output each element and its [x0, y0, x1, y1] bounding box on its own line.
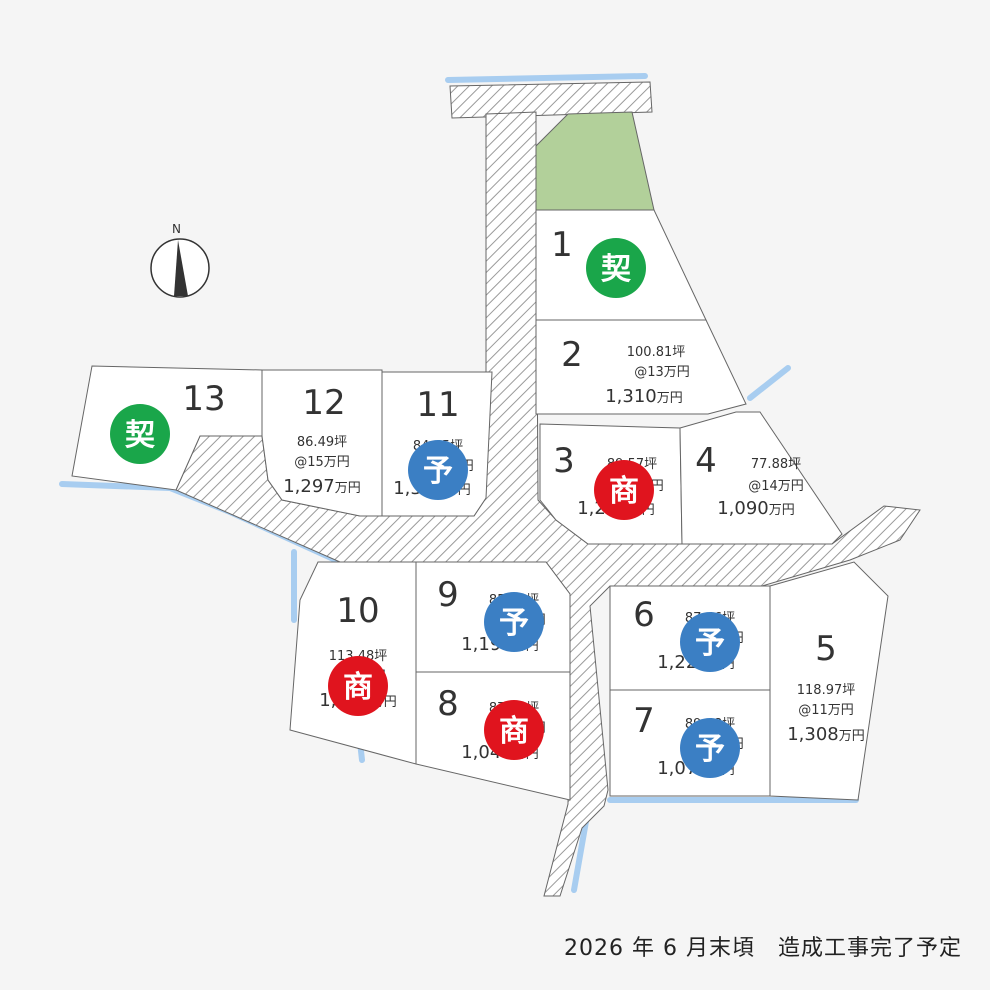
lot-number: 3: [553, 441, 575, 481]
lot-area: 100.81坪: [627, 345, 686, 360]
status-badge-circle: [594, 460, 654, 520]
status-badge-circle: [110, 404, 170, 464]
lots: [71, 209, 889, 801]
lot-number: 6: [633, 595, 655, 635]
lot-4[interactable]: [679, 411, 843, 545]
status-badge-label: 予: [499, 606, 529, 641]
lot-number: 1: [551, 225, 573, 265]
lot-1-label: 1: [551, 225, 573, 265]
lot-price-unit: 万円: [335, 481, 361, 496]
status-badge-label: 商: [499, 714, 529, 749]
lot-price-unit: 万円: [839, 729, 865, 744]
lot-number: 13: [182, 379, 225, 419]
lot-number: 12: [302, 383, 345, 423]
status-badge-circle: [328, 656, 388, 716]
lot-unit-price: @15万円: [294, 455, 350, 470]
status-badge-label: 契: [125, 418, 156, 453]
lot-price: 1,308万円: [787, 724, 865, 745]
status-badge-reserved: 予: [484, 592, 544, 652]
lot-price: 1,297万円: [283, 476, 361, 497]
completion-note: 2026 年 6 月末頃 造成工事完了予定: [564, 936, 962, 961]
compass: N: [150, 222, 210, 298]
status-badge-reserved: 予: [680, 718, 740, 778]
lot-number: 8: [437, 684, 459, 724]
status-badge-negotiating: 商: [328, 656, 388, 716]
status-badge-label: 商: [609, 474, 639, 509]
lot-unit-price: @13万円: [634, 365, 690, 380]
lot-13-label: 13: [182, 379, 225, 419]
lot-number: 4: [695, 441, 717, 481]
lot-12-label: 12 86.49坪 @15万円 1,297万円: [283, 383, 361, 497]
status-badge-label: 予: [695, 626, 725, 661]
lot-area: 77.88坪: [751, 457, 801, 472]
lot-area: 118.97坪: [797, 683, 856, 698]
compass-needle-icon: [174, 240, 188, 296]
lot-area: 86.49坪: [297, 435, 347, 450]
status-badge-circle: [680, 612, 740, 672]
top-road: [449, 81, 653, 119]
status-badge-label: 商: [343, 670, 373, 705]
status-badge-negotiating: 商: [594, 460, 654, 520]
status-badge-negotiating: 商: [484, 700, 544, 760]
lot-5[interactable]: [769, 561, 889, 801]
lot-unit-price: @14万円: [748, 479, 804, 494]
lot-12[interactable]: [261, 369, 383, 517]
status-badge-circle: [680, 718, 740, 778]
status-badge-circle: [484, 592, 544, 652]
lot-number: 2: [561, 335, 583, 375]
lot-number: 11: [416, 385, 459, 425]
lot-number: 5: [815, 629, 837, 669]
status-badge-circle: [484, 700, 544, 760]
lot-4-label: 4 77.88坪 @14万円 1,090万円: [695, 441, 804, 519]
lot-price-unit: 万円: [769, 503, 795, 518]
lot-2-label: 2 100.81坪 @13万円 1,310万円: [561, 335, 690, 407]
lot-5-label: 5 118.97坪 @11万円 1,308万円: [787, 629, 865, 745]
status-badge-contract: 契: [110, 404, 170, 464]
lot-price: 1,310万円: [605, 386, 683, 407]
status-badge-circle: [586, 238, 646, 298]
lot-price: 1,090万円: [717, 498, 795, 519]
lot-number: 10: [336, 591, 379, 631]
lot-price-unit: 万円: [657, 391, 683, 406]
status-badge-reserved: 予: [680, 612, 740, 672]
status-badge-contract: 契: [586, 238, 646, 298]
lot-2[interactable]: [535, 319, 747, 415]
status-badge-circle: [408, 440, 468, 500]
status-badge-label: 予: [695, 732, 725, 767]
status-badge-reserved: 予: [408, 440, 468, 500]
compass-label: N: [172, 222, 181, 236]
lot-number: 7: [633, 701, 655, 741]
green-space: [535, 111, 655, 211]
lot-number: 9: [437, 575, 459, 615]
status-badge-label: 予: [423, 454, 453, 489]
status-badge-label: 契: [601, 252, 632, 287]
lot-unit-price: @11万円: [798, 703, 854, 718]
